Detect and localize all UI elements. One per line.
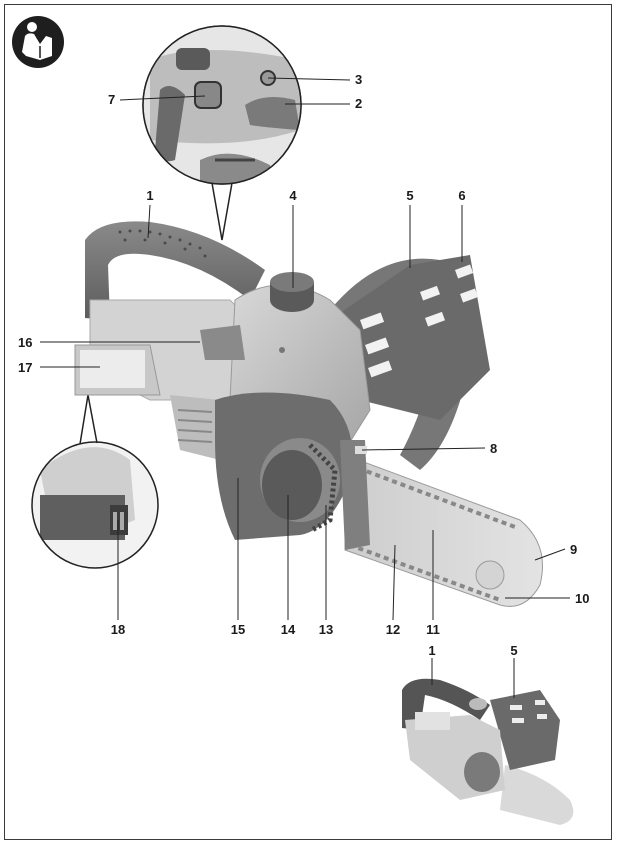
callout-13: 13 xyxy=(319,622,333,637)
page-frame xyxy=(4,4,612,840)
callout-2: 2 xyxy=(355,96,362,111)
callout-12: 12 xyxy=(386,622,400,637)
callout-18: 18 xyxy=(111,622,125,637)
callout-16: 16 xyxy=(18,335,32,350)
callout-14: 14 xyxy=(281,622,296,637)
read-manual-icon xyxy=(12,16,64,68)
detail-circle-left xyxy=(31,441,159,569)
callout-4: 4 xyxy=(289,188,297,203)
detail-pointer-left xyxy=(79,394,98,445)
callout-1: 1 xyxy=(146,188,153,203)
detail-pointer-top xyxy=(211,182,233,241)
callout-7: 7 xyxy=(108,92,115,107)
callout-11: 11 xyxy=(426,622,440,637)
callout-15: 15 xyxy=(231,622,245,637)
callout-labels: 1 3 2 7 4 5 6 16 17 8 9 10 18 15 14 13 1… xyxy=(18,72,589,658)
chainsaw-main xyxy=(74,221,543,607)
callout-small-1: 1 xyxy=(428,643,435,658)
leader-lines xyxy=(40,77,570,698)
detail-circle-top xyxy=(142,25,302,185)
callout-small-5: 5 xyxy=(510,643,517,658)
callout-17: 17 xyxy=(18,360,32,375)
callout-3: 3 xyxy=(355,72,362,87)
callout-6: 6 xyxy=(458,188,465,203)
callout-8: 8 xyxy=(490,441,497,456)
chainsaw-thumbnail xyxy=(402,678,574,825)
callout-10: 10 xyxy=(575,591,589,606)
callout-5: 5 xyxy=(406,188,413,203)
callout-9: 9 xyxy=(570,542,577,557)
